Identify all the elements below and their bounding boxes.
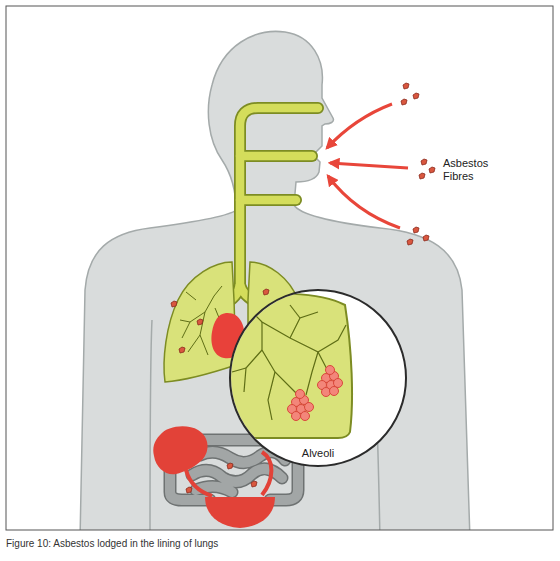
- fibre: [186, 487, 192, 493]
- figure-frame: [6, 6, 553, 530]
- fibre: [413, 93, 419, 99]
- fibre: [429, 167, 435, 173]
- fibre: [403, 83, 409, 89]
- fibre-label: Asbestos Fibres: [443, 157, 497, 183]
- fibre: [171, 301, 177, 307]
- fibre: [421, 159, 427, 165]
- magnifier-ring: [230, 290, 406, 466]
- stomach: [153, 426, 207, 474]
- inhale-arrows: [327, 104, 408, 228]
- fibre: [407, 239, 413, 245]
- part-label: Alveoli: [302, 447, 334, 460]
- arm-line: [150, 320, 152, 530]
- alveoli-cluster: [288, 366, 343, 421]
- fibre: [251, 481, 257, 487]
- fibre: [179, 347, 185, 353]
- fibre: [401, 99, 407, 105]
- red-tube: [186, 452, 271, 496]
- fibre: [423, 235, 429, 241]
- fibre: [227, 463, 233, 469]
- fibre: [197, 319, 203, 325]
- fibre: [263, 289, 269, 295]
- body-silhouette: [80, 31, 470, 530]
- fibre: [413, 227, 419, 233]
- bladder: [205, 497, 275, 528]
- magnified-lung: [226, 294, 352, 438]
- figure-caption: Figure 10: Asbestos lodged in the lining…: [6, 538, 218, 550]
- fibre: [419, 173, 425, 179]
